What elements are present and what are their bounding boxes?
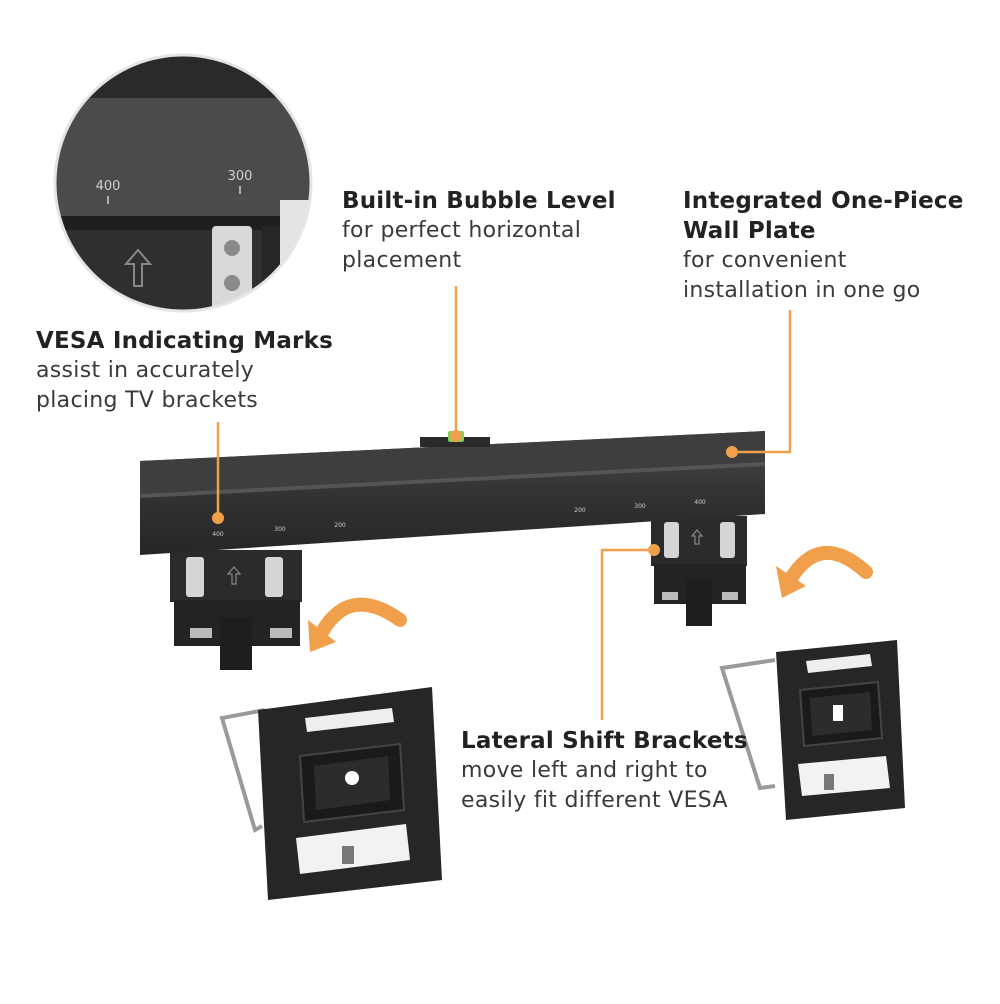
callout-plate-title2: Wall Plate	[683, 218, 816, 244]
rotate-arrow-left-icon	[308, 597, 407, 652]
callout-shift-title: Lateral Shift Brackets	[461, 728, 748, 754]
callout-shift-line1: move left and right to	[461, 758, 708, 783]
callout-bubble-line1: for perfect horizontal	[342, 218, 582, 243]
callout-leader-lines	[212, 286, 792, 720]
zoom-detail-circle: 400 300	[53, 53, 313, 313]
bar-mark-left-300: 300	[274, 526, 286, 533]
left-lateral-bracket	[170, 550, 302, 670]
bar-mark-left-200: 200	[334, 522, 346, 529]
callout-shift-line2: easily fit different VESA	[461, 788, 728, 813]
wall-plate-bar: 400 300 200 200 300 400	[140, 431, 765, 555]
bar-mark-right-200: 200	[574, 507, 586, 514]
bar-mark-right-400: 400	[694, 499, 706, 506]
callout-plate-title1: Integrated One-Piece	[683, 188, 964, 214]
zoom-mark-300: 300	[228, 169, 253, 184]
bar-mark-left-400: 400	[212, 531, 224, 538]
callout-bubble-title: Built-in Bubble Level	[342, 188, 616, 214]
callout-vesa-line2: placing TV brackets	[36, 388, 259, 413]
zoom-mark-400: 400	[96, 179, 121, 194]
bar-mark-right-300: 300	[634, 503, 646, 510]
callout-plate-line2: installation in one go	[683, 278, 921, 303]
callout-vesa-title: VESA Indicating Marks	[36, 328, 333, 354]
rotate-arrow-right-icon	[776, 545, 873, 598]
tv-bracket-left	[219, 687, 442, 900]
right-lateral-bracket	[651, 516, 747, 626]
callout-vesa-marks: VESA Indicating Marks assist in accurate…	[36, 326, 356, 416]
callout-wall-plate: Integrated One-Piece Wall Plate for conv…	[683, 186, 983, 306]
callout-plate-line1: for convenient	[683, 248, 847, 273]
callout-bubble-level: Built-in Bubble Level for perfect horizo…	[342, 186, 642, 276]
tv-bracket-right	[719, 640, 905, 820]
callout-vesa-line1: assist in accurately	[36, 358, 255, 383]
callout-lateral-shift: Lateral Shift Brackets move left and rig…	[461, 726, 781, 816]
callout-bubble-line2: placement	[342, 248, 462, 273]
